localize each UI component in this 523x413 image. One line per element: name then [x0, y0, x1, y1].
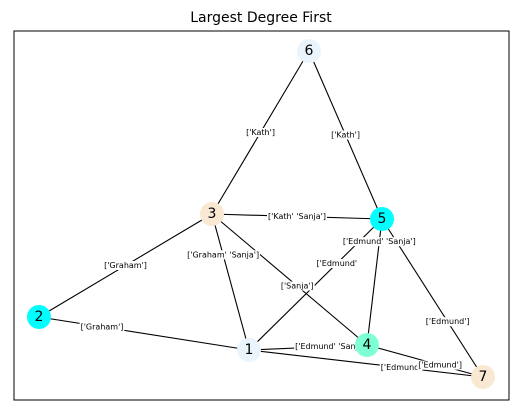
- node-label: 4: [363, 337, 372, 353]
- node-circle: [370, 207, 394, 231]
- node-7: 7: [471, 365, 495, 389]
- node-circle: [471, 365, 495, 389]
- edge-label-background: [341, 237, 417, 247]
- edge-label-background: [279, 281, 315, 291]
- edge-label-text: ['Kath']: [246, 128, 275, 137]
- node-label: 3: [208, 206, 217, 222]
- edge-label-6-3: ['Kath']: [245, 128, 276, 137]
- edge-label-background: [186, 250, 261, 260]
- edge-label-text: ['Kath']: [331, 131, 360, 140]
- edge-label-3-5: ['Kath' 'Sanja']: [267, 212, 327, 221]
- node-6: 6: [297, 39, 321, 63]
- node-label: 7: [479, 369, 488, 385]
- node-circle: [200, 202, 224, 226]
- edge-label-text: ['Kath' 'Sanja']: [268, 212, 326, 221]
- edge-label-background: [417, 360, 463, 370]
- edge-label-5-1: ['Edmund': [315, 259, 359, 269]
- edge-label-5-7: ['Edmund']: [424, 317, 471, 327]
- edge-label-background: [245, 128, 276, 137]
- edge-label-background: [424, 317, 471, 327]
- figure-title: Largest Degree First: [190, 10, 332, 26]
- edge-label-text: ['Edmund' 'Sanja']: [295, 342, 368, 351]
- node-circle: [27, 305, 51, 329]
- edge-label-text: ['Edmund']: [426, 317, 470, 326]
- node-2: 2: [27, 305, 51, 329]
- node-circle: [355, 333, 379, 357]
- node-3: 3: [200, 202, 224, 226]
- node-circle: [237, 338, 261, 362]
- edge-label-background: [103, 261, 148, 270]
- edge-label-background: [267, 212, 327, 221]
- edge-2-1: [38, 316, 250, 351]
- edge-label-3-1: ['Graham' 'Sanja']: [186, 250, 261, 260]
- node-1: 1: [237, 338, 261, 362]
- node-4: 4: [355, 333, 379, 357]
- edge-label-text: ['Graham' 'Sanja']: [187, 250, 259, 259]
- edge-label-4-7: ['Edmund']: [417, 360, 463, 370]
- edge-label-text: ['Edmund': [316, 259, 357, 268]
- edge-label-3-4: ['Sanja']: [279, 281, 315, 291]
- edge-label-text: ['Edmund' 'Sanja']: [343, 237, 416, 246]
- edge-label-1-4: ['Edmund' 'Sanja']: [294, 342, 370, 351]
- node-label: 1: [245, 342, 254, 358]
- edge-label-text: ['Graham']: [81, 322, 124, 331]
- node-5: 5: [370, 207, 394, 231]
- edge-label-2-1: ['Graham']: [79, 322, 125, 332]
- edge-label-3-2: ['Graham']: [103, 261, 148, 270]
- edge-label-6-5: ['Kath']: [330, 130, 361, 140]
- edge-label-5-4: ['Edmund' 'Sanja']: [341, 237, 417, 247]
- edge-3-1: [211, 213, 250, 351]
- node-label: 6: [305, 43, 314, 59]
- edge-label-1-7: ['Edmund': [379, 363, 423, 373]
- node-circle: [297, 39, 321, 63]
- edge-label-text: ['Edmund']: [418, 361, 462, 370]
- edge-1-7: [248, 349, 484, 378]
- edge-label-background: [330, 130, 361, 140]
- edge-label-background: [294, 342, 370, 351]
- edge-label-background: [315, 259, 359, 269]
- edge-label-background: [379, 363, 423, 373]
- edge-label-text: ['Graham']: [104, 261, 147, 270]
- node-label: 5: [378, 211, 387, 227]
- node-label: 2: [35, 309, 44, 325]
- node-layer: 6 3 5 2 1 4 7: [27, 39, 495, 389]
- edge-label-text: ['Edmund': [381, 363, 422, 372]
- edge-label-background: [79, 322, 125, 332]
- edge-label-text: ['Sanja']: [281, 282, 314, 291]
- edge-label-layer: ['Kath'] ['Kath'] ['Kath' 'Sanja'] ['Graham…: [79, 128, 471, 373]
- edge-3-4: [211, 213, 368, 346]
